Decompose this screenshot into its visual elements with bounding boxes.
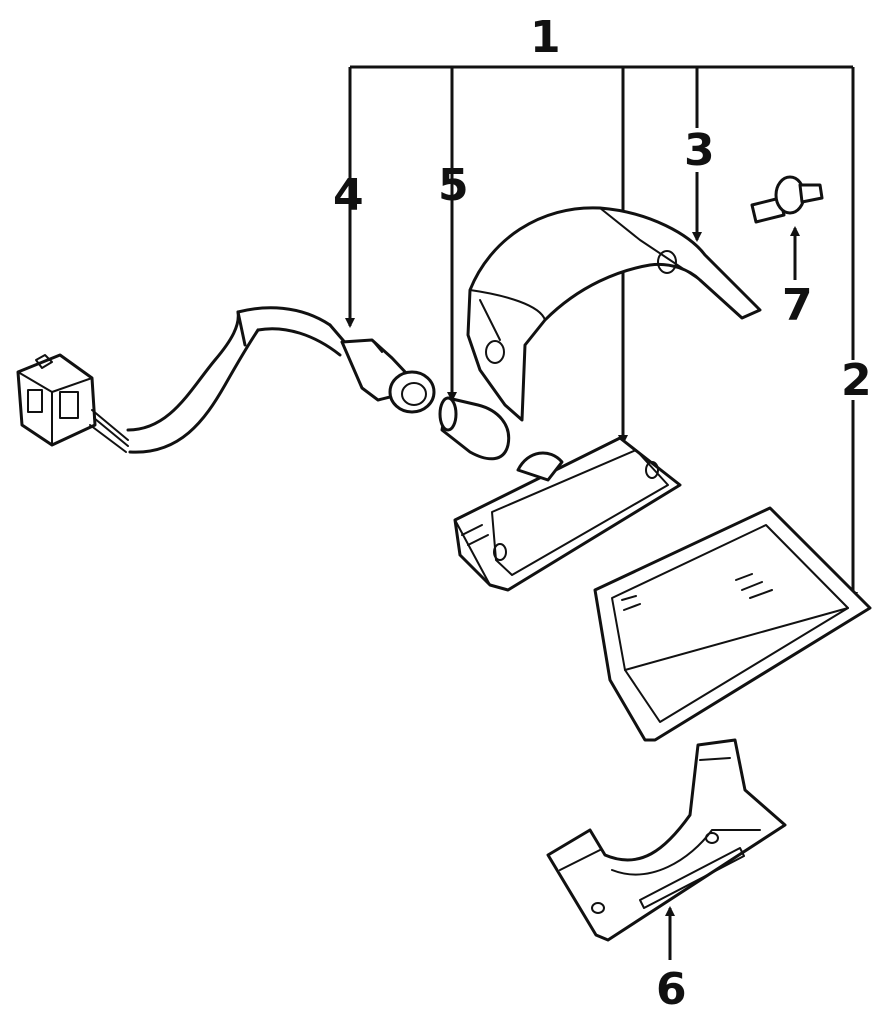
callout-2: 2 [841, 355, 872, 406]
screw-drawing [750, 175, 824, 224]
mounting-bracket-drawing [546, 738, 787, 942]
callout-1-leaders [345, 65, 858, 602]
callout-5: 5 [438, 160, 469, 211]
callout-3: 3 [684, 125, 715, 176]
callout-1: 1 [530, 12, 561, 63]
lens-assembly-drawing [593, 506, 872, 742]
callout-4: 4 [333, 170, 364, 221]
wiring-harness-drawing [16, 306, 436, 454]
bulb-drawing [438, 396, 511, 461]
lamp-base-drawing [453, 436, 682, 592]
callout-7: 7 [782, 280, 813, 331]
callout-6: 6 [656, 964, 687, 1015]
housing-cover-drawing [466, 206, 762, 422]
